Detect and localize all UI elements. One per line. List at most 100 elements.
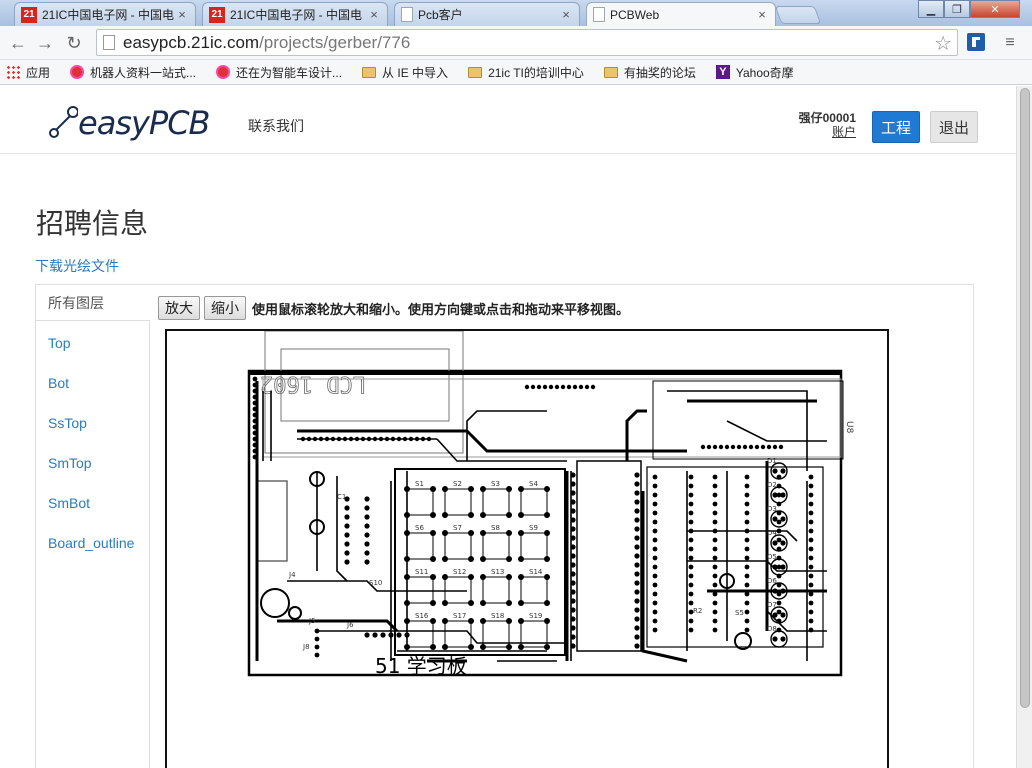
layer-tab-bot[interactable]: Bot: [48, 375, 70, 391]
switch-pad: [506, 512, 512, 518]
switch-outline: [482, 532, 510, 560]
logout-button[interactable]: 退出: [930, 111, 978, 143]
pcb-pad: [808, 501, 814, 507]
pcb-pad: [634, 508, 640, 514]
switch-pad: [442, 556, 448, 562]
scrollbar-thumb[interactable]: [1020, 88, 1030, 708]
led-outline: [770, 582, 788, 600]
zoom-out-button[interactable]: 缩小: [204, 296, 246, 320]
led-outline: [770, 534, 788, 552]
switch-pad: [468, 530, 474, 536]
bookmark-folder-ie[interactable]: 从 IE 中导入: [362, 64, 448, 81]
pcb-trace: [436, 438, 567, 462]
switch-label: S11: [415, 568, 428, 576]
switch-outline: [406, 620, 434, 648]
pcb-trace: [336, 476, 348, 582]
back-icon[interactable]: ←: [9, 32, 27, 53]
switch-pad: [480, 644, 486, 650]
close-tab-icon[interactable]: ×: [178, 7, 186, 22]
switch-label: S17: [453, 612, 466, 620]
pcb-pad: [712, 501, 718, 507]
pcb-pad: [364, 505, 370, 511]
pcb-pad: [570, 517, 576, 523]
layer-tab-smbot[interactable]: SmBot: [48, 495, 91, 511]
browser-tab-4[interactable]: PCBWeb ×: [586, 2, 776, 26]
pcb-pad: [712, 591, 718, 597]
pcb-pad: [344, 532, 350, 538]
switch-pad: [430, 644, 436, 650]
zoom-in-button[interactable]: 放大: [158, 296, 200, 320]
layer-tab-top[interactable]: Top: [48, 335, 71, 351]
bookmark-folder-ti[interactable]: 21ic TI的培训中心: [468, 64, 584, 81]
bookmark-apps[interactable]: 应用: [6, 64, 50, 81]
close-tab-icon[interactable]: ×: [370, 7, 378, 22]
pcb-pad: [652, 519, 658, 525]
close-window-icon[interactable]: ✕: [970, 0, 1020, 18]
layer-tab-sstop[interactable]: SsTop: [48, 415, 87, 431]
pcb-pad: [744, 582, 750, 588]
switch-pad: [480, 530, 486, 536]
site-header: easyPCB 联系我们 强仔00001 账户 工程 退出: [0, 86, 1016, 154]
pcb-pad: [570, 589, 576, 595]
forward-icon[interactable]: →: [36, 32, 54, 53]
pcb-pad: [344, 559, 350, 565]
extension-icon[interactable]: [966, 32, 986, 52]
pcb-pad: [634, 553, 640, 559]
pcb-pad: [372, 436, 378, 442]
new-tab-button[interactable]: [774, 6, 822, 24]
page-scrollbar[interactable]: [1016, 86, 1032, 768]
folder-icon: [468, 66, 483, 78]
switch-pad: [544, 600, 550, 606]
restore-window-icon[interactable]: ❐: [944, 0, 970, 18]
bookmark-star-icon[interactable]: ☆: [934, 33, 952, 55]
pcb-pad: [364, 541, 370, 547]
address-bar[interactable]: easypcb.21ic.com /projects/gerber/776 ☆: [96, 29, 958, 56]
pcb-pad: [364, 514, 370, 520]
project-button[interactable]: 工程: [872, 111, 920, 143]
pcb-pad: [252, 424, 258, 430]
switch-pad: [480, 556, 486, 562]
download-gerber-link[interactable]: 下载光绘文件: [35, 258, 119, 274]
minimize-window-icon[interactable]: ▁: [918, 0, 944, 18]
bookmark-folder-lottery[interactable]: 有抽奖的论坛: [603, 64, 696, 81]
bookmark-yahoo[interactable]: Y Yahoo奇摩: [715, 64, 794, 81]
pcb-pad: [724, 444, 730, 450]
pcb-pad: [344, 541, 350, 547]
pcb-pad: [570, 625, 576, 631]
pcb-pad: [688, 474, 694, 480]
tab-title: 21IC中国电子网 - 中国电: [230, 8, 363, 22]
menu-icon[interactable]: ≡: [1005, 34, 1015, 51]
bookmark-robot[interactable]: 机器人资料一站式...: [70, 64, 196, 81]
switch-pad: [518, 618, 524, 624]
pcb-pad: [364, 632, 370, 638]
pcb-trace: [766, 610, 827, 632]
bookmark-label: 有抽奖的论坛: [623, 65, 696, 80]
pcb-pad: [300, 436, 306, 442]
pcb-pad: [570, 598, 576, 604]
browser-tab-2[interactable]: 21 21IC中国电子网 - 中国电 ×: [202, 2, 388, 26]
layer-tab-all[interactable]: 所有图层: [36, 285, 150, 321]
close-tab-icon[interactable]: ×: [758, 7, 766, 22]
brand-logo[interactable]: easyPCB: [48, 102, 210, 142]
led-pad: [772, 492, 778, 498]
pcb-pad: [760, 444, 766, 450]
switch-pad: [404, 600, 410, 606]
pcb-pad: [688, 627, 694, 633]
close-tab-icon[interactable]: ×: [562, 7, 570, 22]
nav-contact-link[interactable]: 联系我们: [248, 118, 304, 134]
bookmark-smartcar[interactable]: 还在为智能车设计...: [216, 64, 342, 81]
browser-tab-1[interactable]: 21 21IC中国电子网 - 中国电 ×: [14, 2, 196, 26]
pcb-pad: [808, 546, 814, 552]
account-link[interactable]: 账户: [831, 125, 856, 139]
browser-tab-3[interactable]: Pcb客户 ×: [394, 2, 580, 26]
pcb-pad: [252, 376, 258, 382]
layer-tab-smtop[interactable]: SmTop: [48, 455, 92, 471]
pcb-pad: [744, 537, 750, 543]
layer-tab-board-outline[interactable]: Board_outline: [48, 535, 135, 551]
pcb-pad: [364, 496, 370, 502]
pcb-pad: [778, 444, 784, 450]
reload-icon[interactable]: ↻: [66, 32, 82, 53]
pcb-pad: [634, 571, 640, 577]
pcb-pad: [634, 544, 640, 550]
